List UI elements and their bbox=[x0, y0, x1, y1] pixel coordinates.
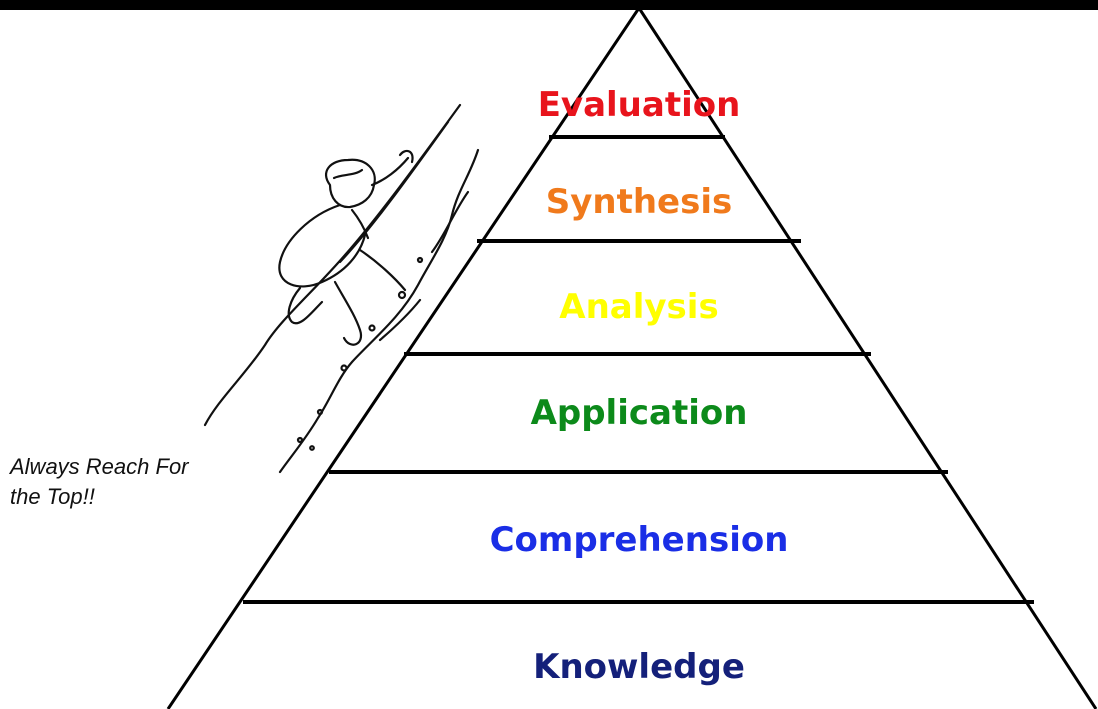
motivational-caption: Always Reach For the Top!! bbox=[10, 452, 189, 512]
level-analysis-label: Analysis bbox=[559, 287, 718, 327]
top-border bbox=[0, 0, 1098, 10]
pyramid-outline bbox=[166, 7, 1098, 709]
level-application-label: Application bbox=[531, 393, 748, 433]
level-synthesis-label: Synthesis bbox=[546, 182, 733, 222]
level-comprehension-label: Comprehension bbox=[490, 520, 789, 560]
caption-line-2: the Top!! bbox=[10, 484, 95, 509]
climber-sketch-icon bbox=[203, 103, 480, 474]
level-evaluation-label: Evaluation bbox=[538, 85, 741, 125]
level-knowledge-label: Knowledge bbox=[533, 647, 745, 687]
caption-line-1: Always Reach For bbox=[10, 454, 189, 479]
